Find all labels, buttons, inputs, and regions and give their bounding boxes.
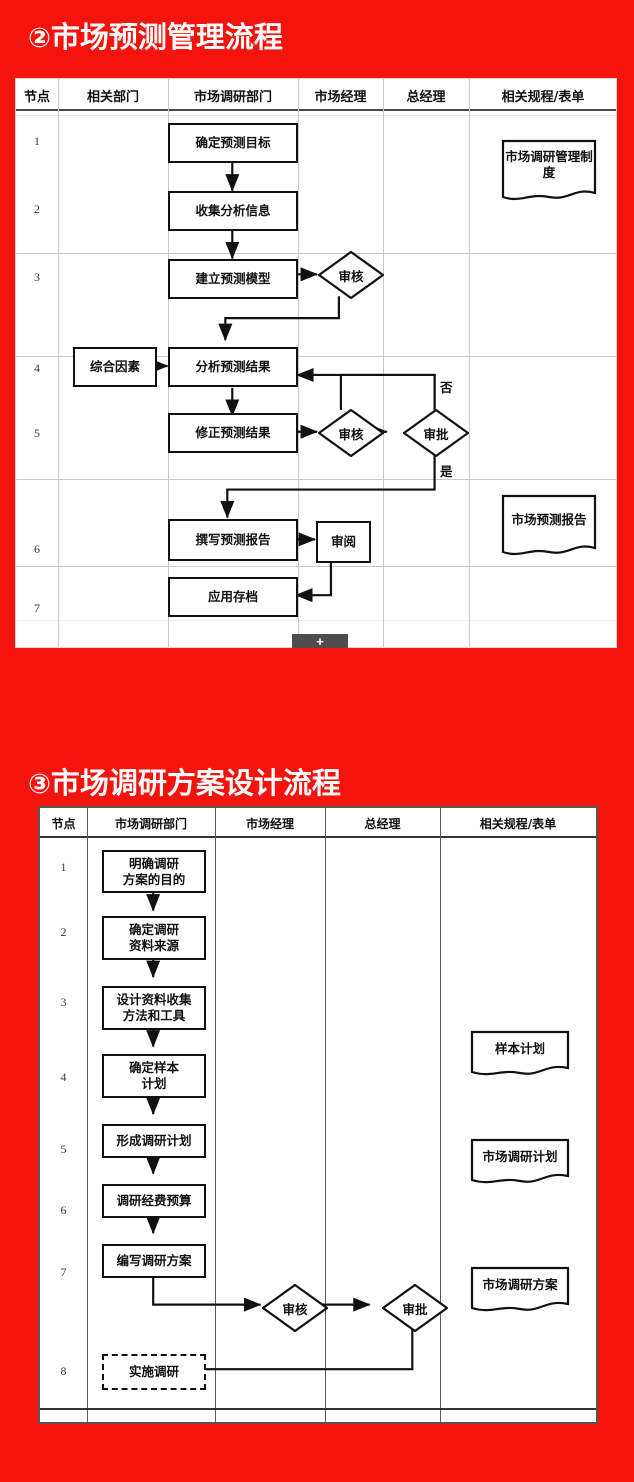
process-node-1[interactable]: 确定预测目标 [168, 123, 298, 163]
column-divider [87, 808, 88, 1422]
decision-approve[interactable]: 审批 [382, 1284, 448, 1332]
document-label: 市场调研管理制度 [505, 148, 593, 180]
header-divider [16, 109, 616, 111]
row-number: 6 [60, 1203, 67, 1217]
row-number: 3 [60, 995, 67, 1009]
process-node-factors[interactable]: 综合因素 [73, 347, 157, 387]
slide-2-title: ②市场预测管理流程 [28, 14, 283, 56]
document-shape-1[interactable]: 市场调研管理制度 [501, 139, 597, 207]
process-node-6[interactable]: 调研经费预算 [102, 1184, 206, 1218]
process-node-2[interactable]: 收集分析信息 [168, 191, 298, 231]
process-node-6[interactable]: 撰写预测报告 [168, 519, 298, 561]
row-number: 2 [34, 202, 40, 216]
row-divider [16, 479, 616, 480]
col-header-gm: 总经理 [364, 817, 401, 831]
process-node-5[interactable]: 形成调研计划 [102, 1124, 206, 1158]
document-shape-2[interactable]: 市场预测报告 [501, 494, 597, 562]
node-label: 明确调研 方案的目的 [122, 855, 186, 887]
decision-review-2[interactable]: 审核 [318, 409, 384, 457]
node-label: 确定调研 资料来源 [128, 922, 179, 953]
document-label: 样本计划 [494, 1040, 545, 1056]
document-shape-3[interactable]: 市场调研方案 [470, 1266, 570, 1318]
table-grid-2 [40, 808, 596, 1422]
col-header-docs: 相关规程/表单 [479, 817, 557, 831]
header-divider [40, 836, 596, 838]
row-number: 6 [34, 542, 40, 556]
row-number: 3 [34, 270, 40, 284]
process-node-3[interactable]: 建立预测模型 [168, 259, 298, 299]
slide-3-title: ③市场调研方案设计流程 [28, 760, 341, 802]
slide-3-title-text: 市场调研方案设计流程 [50, 766, 341, 800]
document-label: 市场调研计划 [482, 1148, 558, 1164]
col-header-manager: 市场经理 [314, 90, 367, 105]
row-number: 8 [60, 1364, 67, 1378]
row-number: 4 [60, 1070, 67, 1084]
col-header-node: 节点 [51, 817, 76, 831]
process-node-7[interactable]: 应用存档 [168, 577, 298, 617]
document-label: 市场预测报告 [511, 511, 587, 527]
col-header-node: 节点 [23, 90, 50, 105]
document-shape-1[interactable]: 样本计划 [470, 1030, 570, 1082]
col-header-research: 市场调研部门 [114, 817, 187, 831]
process-node-review[interactable]: 审阅 [316, 521, 371, 563]
row-divider [16, 253, 616, 254]
slide-2-title-text: 市场预测管理流程 [50, 20, 283, 54]
process-node-1[interactable]: 明确调研 方案的目的 [102, 850, 206, 893]
column-divider [383, 79, 384, 647]
flowchart-panel-1: 节点 相关部门 市场调研部门 市场经理 总经理 相关规程/表单 1 2 3 4 … [15, 78, 617, 648]
process-node-7[interactable]: 编写调研方案 [102, 1244, 206, 1278]
branch-label-no: 否 [440, 380, 453, 395]
column-divider [469, 79, 470, 647]
decision-label: 审核 [338, 268, 364, 284]
row-number: 1 [60, 860, 67, 874]
column-divider [440, 808, 441, 1422]
branch-label-yes: 是 [440, 464, 453, 479]
row-number: 1 [34, 134, 40, 148]
process-node-4[interactable]: 确定样本 计划 [102, 1054, 206, 1098]
row-divider [16, 566, 616, 567]
decision-label: 审核 [282, 1301, 308, 1317]
col-header-docs: 相关规程/表单 [501, 90, 585, 105]
process-node-4[interactable]: 分析预测结果 [168, 347, 298, 387]
node-label: 设计资料收集 方法和工具 [116, 992, 192, 1023]
document-label: 市场调研方案 [482, 1276, 558, 1292]
row-number: 5 [60, 1142, 67, 1156]
col-header-gm: 总经理 [406, 90, 446, 105]
decision-label: 审批 [423, 426, 449, 442]
decision-review-1[interactable]: 审核 [318, 251, 384, 299]
column-divider [298, 79, 299, 647]
row-divider [16, 115, 616, 116]
node-label: 确定样本 计划 [128, 1060, 179, 1091]
add-slide-button[interactable]: + [292, 634, 348, 648]
col-header-dept: 相关部门 [86, 90, 139, 105]
column-divider [58, 79, 59, 647]
flowchart-panel-2: 节点 市场调研部门 市场经理 总经理 相关规程/表单 1 2 3 4 5 6 7… [38, 806, 598, 1424]
row-number: 2 [60, 925, 67, 939]
process-node-5[interactable]: 修正预测结果 [168, 413, 298, 453]
row-number: 7 [34, 601, 40, 615]
row-number: 4 [34, 361, 40, 375]
row-number: 7 [60, 1265, 67, 1279]
row-divider [16, 356, 616, 357]
decision-review[interactable]: 审核 [262, 1284, 328, 1332]
slide-2-title-number: ② [28, 23, 51, 54]
process-node-8[interactable]: 实施调研 [102, 1354, 206, 1390]
column-divider [325, 808, 326, 1422]
slide-3-title-number: ③ [28, 769, 51, 800]
document-shape-2[interactable]: 市场调研计划 [470, 1138, 570, 1190]
col-header-research: 市场调研部门 [193, 90, 272, 105]
col-header-manager: 市场经理 [245, 817, 294, 831]
process-node-3[interactable]: 设计资料收集 方法和工具 [102, 986, 206, 1030]
decision-label: 审批 [402, 1301, 428, 1317]
column-divider [215, 808, 216, 1422]
row-divider [16, 620, 616, 621]
process-node-2[interactable]: 确定调研 资料来源 [102, 916, 206, 960]
row-number: 5 [34, 426, 40, 440]
decision-label: 审核 [338, 426, 364, 442]
bottom-divider [40, 1408, 596, 1410]
decision-approve-1[interactable]: 审批 [403, 409, 469, 457]
